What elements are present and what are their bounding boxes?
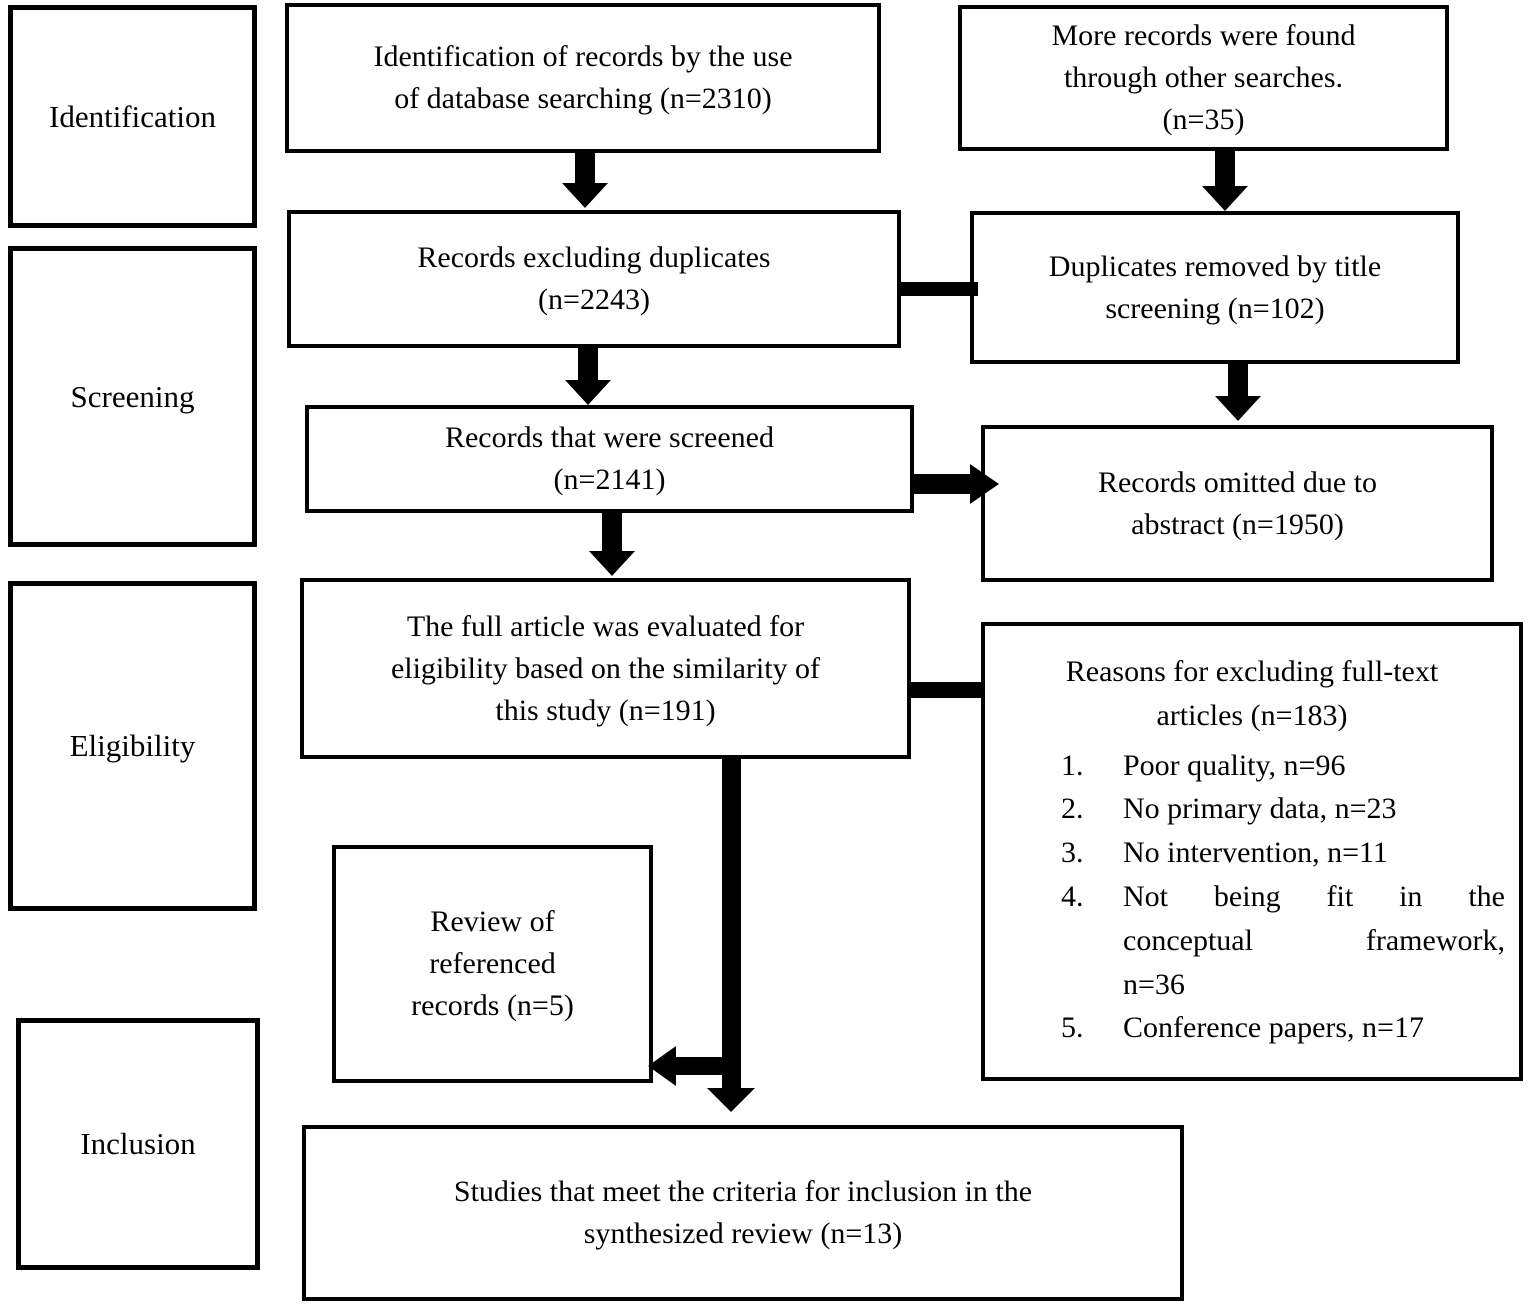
reason-number: 2. xyxy=(1061,792,1084,826)
arrow-branch-to-review xyxy=(648,1046,723,1086)
reason-text: No primary data, n=23 xyxy=(1123,792,1397,826)
reason-number: 1. xyxy=(1061,748,1084,782)
arrow-fullarticle-to-included xyxy=(707,758,755,1112)
exclusion-reasons-title: Reasons for excluding full-text articles… xyxy=(1065,655,1439,732)
reason-text-line: n=36 xyxy=(1123,967,1185,1001)
arrow-shaft xyxy=(913,474,970,494)
reason-text: Not being fit in the conceptual framewor… xyxy=(1123,875,1513,1006)
flow-box-screened-text: Records that were screened (n=2141) xyxy=(444,421,774,496)
arrow-head-down-icon xyxy=(1215,396,1261,421)
stage-label-identification: Identification xyxy=(49,98,216,134)
flow-box-excluding-duplicates-text: Records excluding duplicates (n=2243) xyxy=(417,241,771,316)
stage-box-eligibility: Eligibility xyxy=(8,581,257,911)
flow-box-included: Studies that meet the criteria for inclu… xyxy=(302,1125,1184,1301)
arrow-shaft xyxy=(676,1057,723,1075)
reason-text-line: conceptual framework, xyxy=(1123,923,1505,957)
arrow-head-down-icon xyxy=(589,551,635,576)
flow-box-screened: Records that were screened (n=2141) xyxy=(305,405,914,513)
flow-box-full-article: The full article was evaluated for eligi… xyxy=(300,578,911,759)
flow-box-review-referenced-text: Review of referenced records (n=5) xyxy=(411,905,574,1022)
arrow-head-left-icon xyxy=(648,1046,676,1086)
stage-box-identification: Identification xyxy=(8,5,257,228)
arrow-duplicates-to-omitted xyxy=(1215,363,1261,421)
flow-box-omitted-abstract-text: Records omitted due to abstract (n=1950) xyxy=(1097,465,1378,541)
arrow-head-right-icon xyxy=(970,464,999,504)
stage-label-eligibility: Eligibility xyxy=(69,728,196,764)
exclusion-reason-item: 2. No primary data, n=23 xyxy=(1061,787,1513,831)
stage-label-screening: Screening xyxy=(70,378,195,414)
exclusion-reason-item: 1. Poor quality, n=96 xyxy=(1061,744,1513,788)
arrow-shaft xyxy=(1228,363,1248,396)
stage-box-screening: Screening xyxy=(8,246,257,547)
arrow-screened-to-fullarticle xyxy=(589,512,635,576)
connector-excluding-to-duplicates xyxy=(898,282,978,296)
flow-box-review-referenced: Review of referenced records (n=5) xyxy=(332,845,653,1083)
exclusion-reason-item: 4. Not being fit in the conceptual frame… xyxy=(1061,875,1513,1006)
reason-text: Conference papers, n=17 xyxy=(1123,1011,1424,1045)
reason-text: No intervention, n=11 xyxy=(1123,836,1388,870)
exclusion-reason-item: 5. Conference papers, n=17 xyxy=(1061,1006,1513,1050)
reason-number: 4. xyxy=(1061,879,1084,913)
flow-box-other-searches-text: More records were found through other se… xyxy=(1051,19,1356,136)
flow-box-duplicates-removed-text: Duplicates removed by title screening (n… xyxy=(1048,249,1382,325)
arrow-excluding-to-screened xyxy=(565,347,611,405)
flow-box-database-search-text: Identification of records by the use of … xyxy=(373,40,793,115)
arrow-head-down-icon xyxy=(562,183,608,208)
arrow-screened-to-omitted xyxy=(913,464,999,504)
flow-box-other-searches: More records were found through other se… xyxy=(958,5,1449,151)
arrow-database-to-dedup xyxy=(562,152,608,208)
reason-number: 5. xyxy=(1061,1011,1084,1045)
arrow-head-down-icon xyxy=(1202,186,1248,211)
flow-box-exclusion-reasons: Reasons for excluding full-text articles… xyxy=(981,622,1523,1081)
arrow-shaft xyxy=(1215,150,1235,186)
reason-number: 3. xyxy=(1061,836,1084,870)
arrow-head-down-icon xyxy=(707,1088,755,1112)
arrow-shaft xyxy=(575,152,595,183)
flow-box-excluding-duplicates: Records excluding duplicates (n=2243) xyxy=(287,210,901,348)
flow-box-duplicates-removed: Duplicates removed by title screening (n… xyxy=(970,211,1460,364)
flow-box-omitted-abstract: Records omitted due to abstract (n=1950) xyxy=(981,425,1494,582)
connector-fullarticle-to-reasons xyxy=(910,682,983,698)
arrow-shaft xyxy=(721,758,741,1088)
reason-text: Poor quality, n=96 xyxy=(1123,748,1346,782)
arrow-other-to-duplicates xyxy=(1202,150,1248,211)
flow-box-full-article-text: The full article was evaluated for eligi… xyxy=(390,609,821,727)
stage-box-inclusion: Inclusion xyxy=(16,1018,260,1270)
reason-text-line: Not being fit in the xyxy=(1123,879,1505,913)
arrow-head-down-icon xyxy=(565,380,611,405)
arrow-shaft xyxy=(578,347,598,380)
arrow-shaft xyxy=(602,512,622,551)
flow-box-included-text: Studies that meet the criteria for inclu… xyxy=(453,1175,1033,1250)
exclusion-reason-item: 3. No intervention, n=11 xyxy=(1061,831,1513,875)
flow-box-database-search: Identification of records by the use of … xyxy=(285,3,881,153)
stage-label-inclusion: Inclusion xyxy=(80,1126,196,1162)
